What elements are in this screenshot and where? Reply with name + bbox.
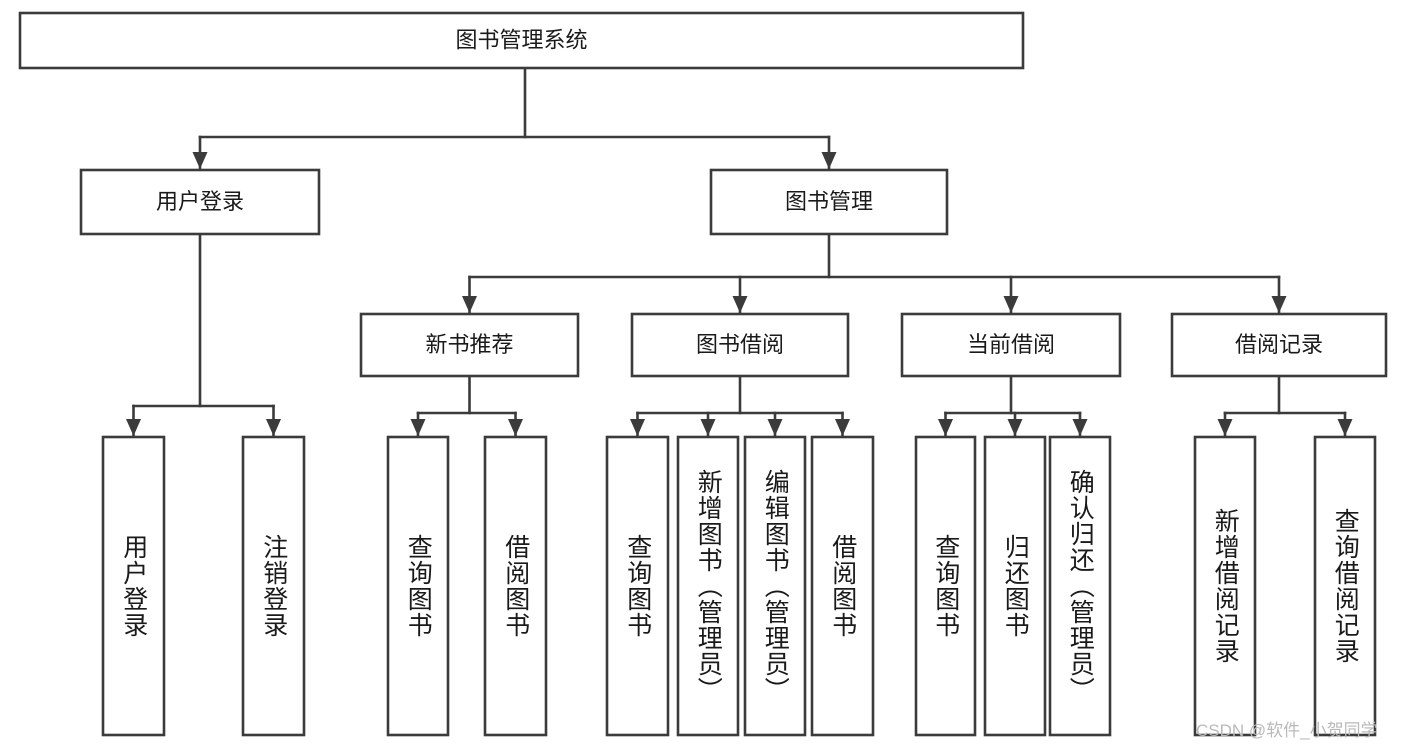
node-current-borrow[interactable] [900, 312, 1122, 378]
node-borrow-record[interactable] [1170, 312, 1388, 378]
arrow-head-icon [126, 419, 141, 436]
node-book-management[interactable] [709, 168, 949, 236]
node-leaf-logout[interactable] [241, 435, 306, 737]
node-leaf-confirm-return[interactable] [1048, 435, 1112, 737]
node-root-图书管理系统[interactable] [18, 11, 1025, 70]
arrow-head-icon [732, 296, 748, 313]
arrow-head-icon [508, 419, 523, 436]
arrow-head-icon [192, 152, 208, 169]
arrow-head-icon [821, 152, 837, 169]
node-leaf-borrow-book-2[interactable] [810, 435, 875, 737]
node-leaf-query-book-1[interactable] [386, 435, 450, 737]
arrow-head-icon [767, 419, 783, 436]
node-label: 当前借阅 [967, 332, 1055, 357]
arrow-head-icon [630, 419, 645, 436]
arrow-head-icon [1337, 419, 1353, 436]
node-new-book-recommend[interactable] [359, 312, 580, 378]
node-label: 新书推荐 [425, 332, 513, 357]
node-leaf-return-book[interactable] [983, 435, 1047, 737]
node-leaf-borrow-book-1[interactable] [483, 435, 548, 737]
boxes-layer [18, 11, 1388, 737]
node-user-login[interactable] [79, 168, 321, 236]
arrow-head-icon [1217, 419, 1233, 436]
node-label: 图书管理系统 [455, 27, 587, 52]
node-leaf-add-record[interactable] [1193, 435, 1257, 737]
arrow-head-icon [1271, 296, 1287, 313]
watermark-text: CSDN @软件_小贺同学 [1196, 721, 1378, 740]
arrow-head-icon [938, 419, 953, 436]
node-leaf-edit-book[interactable] [743, 435, 807, 737]
arrow-head-icon [1007, 419, 1023, 436]
node-label: 图书管理 [785, 189, 873, 214]
node-leaf-user-login[interactable] [101, 435, 166, 737]
arrow-head-icon [700, 419, 716, 436]
node-book-borrow[interactable] [630, 312, 850, 378]
arrow-head-icon [266, 419, 281, 436]
node-label: 用户登录 [156, 189, 244, 214]
node-leaf-add-book[interactable] [676, 435, 740, 737]
arrow-head-icon [1072, 419, 1088, 436]
node-label: 图书借阅 [696, 332, 784, 357]
node-leaf-query-book-2[interactable] [605, 435, 670, 737]
arrow-head-icon [462, 296, 477, 313]
arrow-head-icon [1003, 296, 1019, 313]
connectors-layer [126, 66, 1353, 437]
arrow-head-icon [835, 419, 850, 436]
node-label: 借阅记录 [1235, 332, 1323, 357]
node-leaf-query-book-3[interactable] [914, 435, 977, 737]
node-leaf-query-record[interactable] [1313, 435, 1377, 737]
arrow-head-icon [410, 419, 426, 436]
